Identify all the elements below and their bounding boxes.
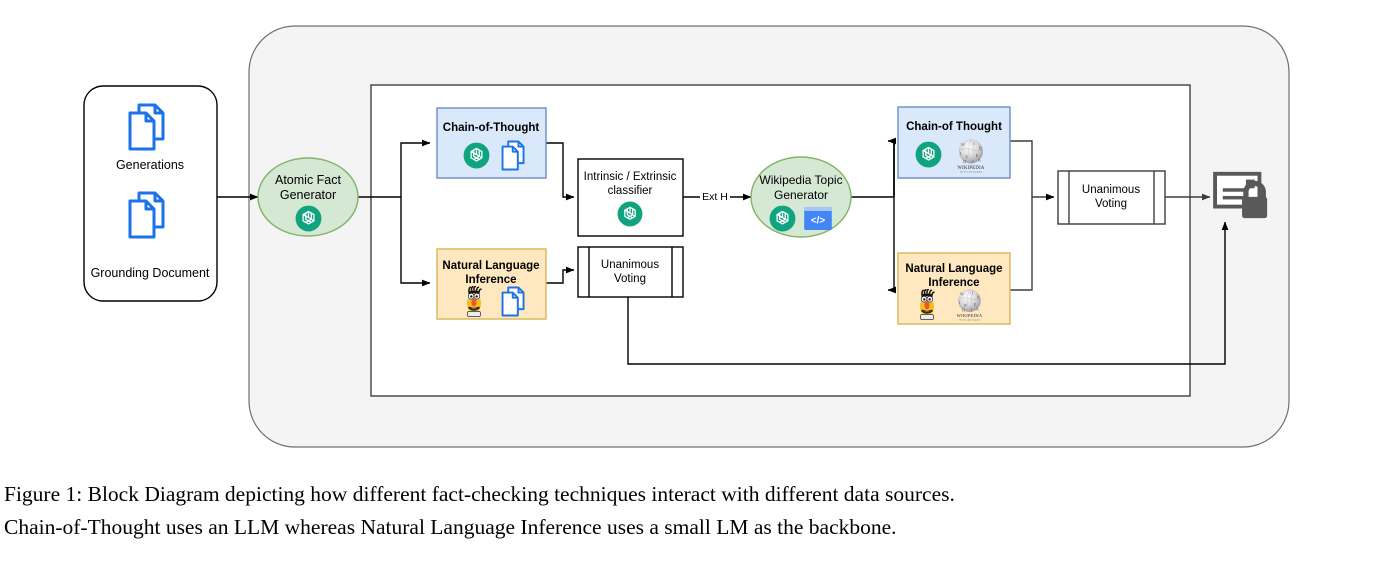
cot-left-node[interactable]: Chain-of-Thought [436, 107, 547, 179]
voting-right-label-2: Voting [1095, 198, 1127, 210]
wtg-label-1: Wikipedia Topic [759, 173, 842, 187]
input-label-generations: Generations [116, 158, 184, 172]
openai-icon [769, 205, 796, 232]
edge-cot-right-to-voting-right [1010, 140, 1055, 201]
nli-left-node[interactable]: Natural Language Inference [436, 248, 547, 320]
voting-left-node[interactable]: Unanimous Voting [577, 246, 684, 298]
voting-right-label-1: Unanimous [1082, 184, 1140, 196]
edge-label-ext-h: Ext H [702, 191, 728, 203]
atomic-fact-generator-label-2: Generator [280, 188, 336, 202]
classifier-node[interactable]: Intrinsic / Extrinsic classifier [577, 158, 684, 237]
cot-right-node[interactable]: Chain-of Thought [897, 106, 1011, 179]
edge-afg-to-nli-left [400, 197, 431, 287]
block-diagram-figure: WIK IPE DIA WIKIPEDIA The Free Encyclope… [83, 25, 1290, 448]
openai-icon [915, 141, 942, 168]
nli-right-label-1: Natural Language [905, 263, 1002, 275]
edge-voting-left-feedback [627, 221, 1229, 365]
bert-icon [466, 286, 482, 318]
edge-wtg-branch-up [887, 137, 896, 197]
wtg-label-2: Generator [774, 188, 828, 202]
wikipedia-topic-generator-node[interactable]: Wikipedia Topic Generator [750, 156, 852, 238]
edge-nli-left-to-voting-left [546, 266, 575, 284]
nli-right-node[interactable]: Natural Language Inference [897, 252, 1011, 325]
edges [217, 137, 1229, 365]
cot-right-label: Chain-of Thought [906, 121, 1002, 133]
input-sources: Generations Grounding Document [83, 85, 218, 302]
edge-cot-left-to-classifier [546, 142, 575, 201]
nli-right-label-2: Inference [928, 277, 979, 289]
openai-icon [617, 201, 643, 227]
caption-line-1: Figure 1: Block Diagram depicting how di… [4, 482, 955, 506]
edge-nli-right-to-voting-right [1010, 197, 1033, 291]
atomic-fact-generator-node[interactable]: Atomic Fact Generator [257, 157, 359, 237]
voting-left-label-1: Unanimous [601, 259, 659, 271]
nli-left-label-1: Natural Language [442, 260, 539, 272]
voting-left-label-2: Voting [614, 273, 646, 285]
nli-left-label-2: Inference [465, 274, 516, 286]
bert-icon [919, 289, 935, 321]
edge-wtg-branch-down [887, 197, 896, 294]
openai-icon [463, 142, 490, 169]
voting-right-node[interactable]: Unanimous Voting [1057, 170, 1166, 225]
atomic-fact-generator-label-1: Atomic Fact [275, 173, 342, 187]
wikipedia-icon [957, 139, 986, 174]
classifier-label-2: classifier [608, 185, 653, 197]
wikipedia-icon [956, 289, 984, 322]
code-icon [804, 207, 832, 230]
cot-left-label: Chain-of-Thought [443, 122, 540, 134]
input-label-grounding-document: Grounding Document [91, 266, 210, 280]
openai-icon [295, 205, 322, 232]
classifier-label-1: Intrinsic / Extrinsic [584, 171, 677, 183]
edge-afg-to-cot-left [400, 139, 431, 197]
caption-line-2: Chain-of-Thought uses an LLM whereas Nat… [4, 515, 897, 539]
figure-caption: Figure 1: Block Diagram depicting how di… [4, 478, 1382, 544]
